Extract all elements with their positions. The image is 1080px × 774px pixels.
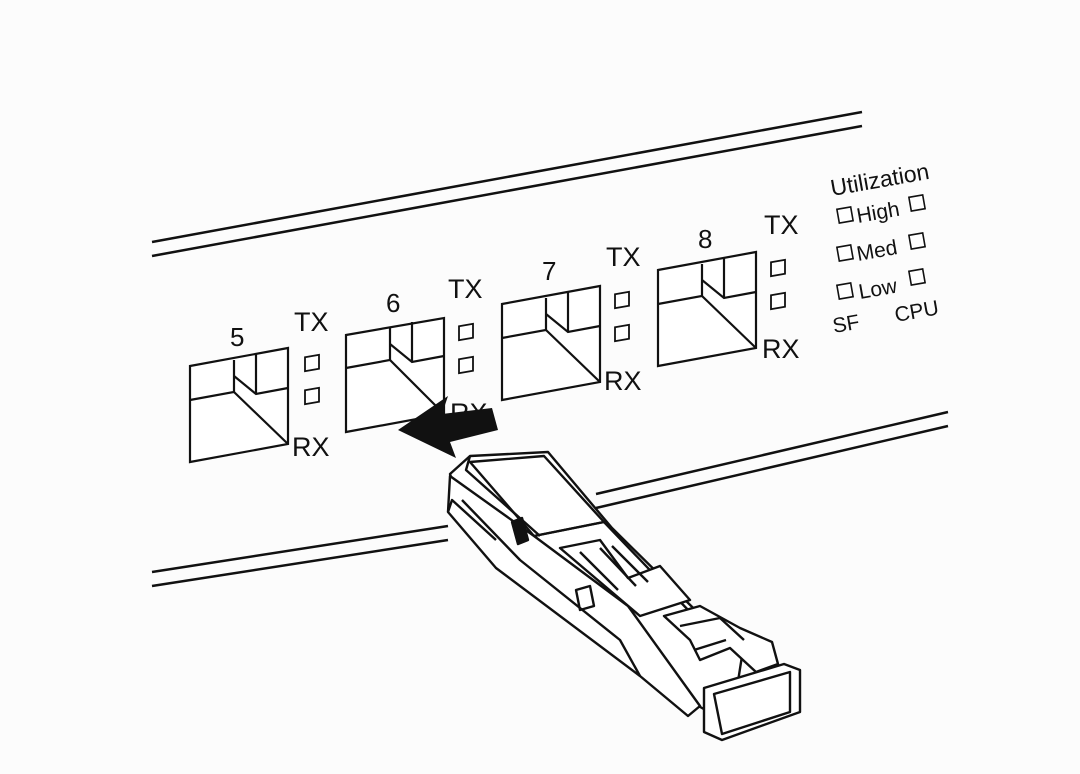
port-5-number: 5 <box>230 322 244 352</box>
port-7-cage <box>500 284 602 402</box>
panel-top-edge-1 <box>151 110 863 244</box>
utilization-level-low: Low <box>857 274 900 303</box>
utilization-title: Utilization <box>828 158 931 201</box>
switch-panel <box>151 110 949 588</box>
port-8-rx-led <box>770 291 786 311</box>
port-8 <box>656 250 758 368</box>
port-7 <box>500 284 602 402</box>
port-7-tx-label: TX <box>606 242 641 272</box>
panel-top-edge-2 <box>151 124 863 258</box>
utilization-level-med: Med <box>855 236 899 266</box>
sfp-bail-detail <box>679 616 745 652</box>
port-7-rx-label: RX <box>604 366 642 396</box>
sfp-lower-edge <box>446 498 497 541</box>
port-8-cage <box>656 250 758 368</box>
port-7-number: 7 <box>542 256 556 286</box>
low-led-right <box>907 267 927 287</box>
panel-bottom-edge-3 <box>595 410 949 496</box>
port-8-rx-label: RX <box>762 334 800 364</box>
sfp-top-edge <box>464 455 541 537</box>
port-5-tx-led <box>304 353 320 373</box>
sfp-side-notch <box>574 584 596 612</box>
sfp-latch-detail <box>579 545 649 591</box>
sfp-front-plate <box>712 670 792 736</box>
high-led-left <box>835 205 855 225</box>
port-8-inner-diag <box>701 295 757 349</box>
port-8-number: 8 <box>698 224 712 254</box>
port-5-rx-led <box>304 386 320 406</box>
port-5-inner-diag <box>233 391 289 445</box>
utilization-level-high: High <box>855 198 902 228</box>
med-led-left <box>835 243 855 263</box>
sfp-side-face <box>446 474 702 718</box>
port-8-tx-label: TX <box>764 210 799 240</box>
port-8-tx-led <box>770 258 786 278</box>
high-led-right <box>907 193 927 213</box>
low-led-left <box>835 281 855 301</box>
insert-arrow-icon <box>398 396 498 458</box>
sf-label: SF <box>831 311 861 338</box>
port-5-rx-label: RX <box>292 432 330 462</box>
port-6-number: 6 <box>386 288 400 318</box>
port-7-tx-led <box>614 290 630 310</box>
sfp-transceiver-module <box>446 450 802 742</box>
utilization-panel: Utilization High Med Low SF CPU <box>828 158 940 338</box>
port-5 <box>188 346 290 464</box>
port-6-tx-label: TX <box>448 274 483 304</box>
med-led-right <box>907 231 927 251</box>
port-6-rx-led <box>458 355 474 375</box>
port-5-tx-label: TX <box>294 307 329 337</box>
cpu-label: CPU <box>893 297 941 327</box>
panel-bottom-edge-2 <box>151 538 449 588</box>
panel-bottom-edge-4 <box>595 424 949 510</box>
sfp-side-slot <box>510 516 530 546</box>
sfp-side-groove <box>461 499 642 677</box>
port-7-inner-diag <box>545 329 601 383</box>
port-6-tx-led <box>458 322 474 342</box>
panel-bottom-edge-1 <box>151 524 449 574</box>
port-5-cage <box>188 346 290 464</box>
port-7-rx-led <box>614 323 630 343</box>
sfp-latch <box>558 538 692 618</box>
